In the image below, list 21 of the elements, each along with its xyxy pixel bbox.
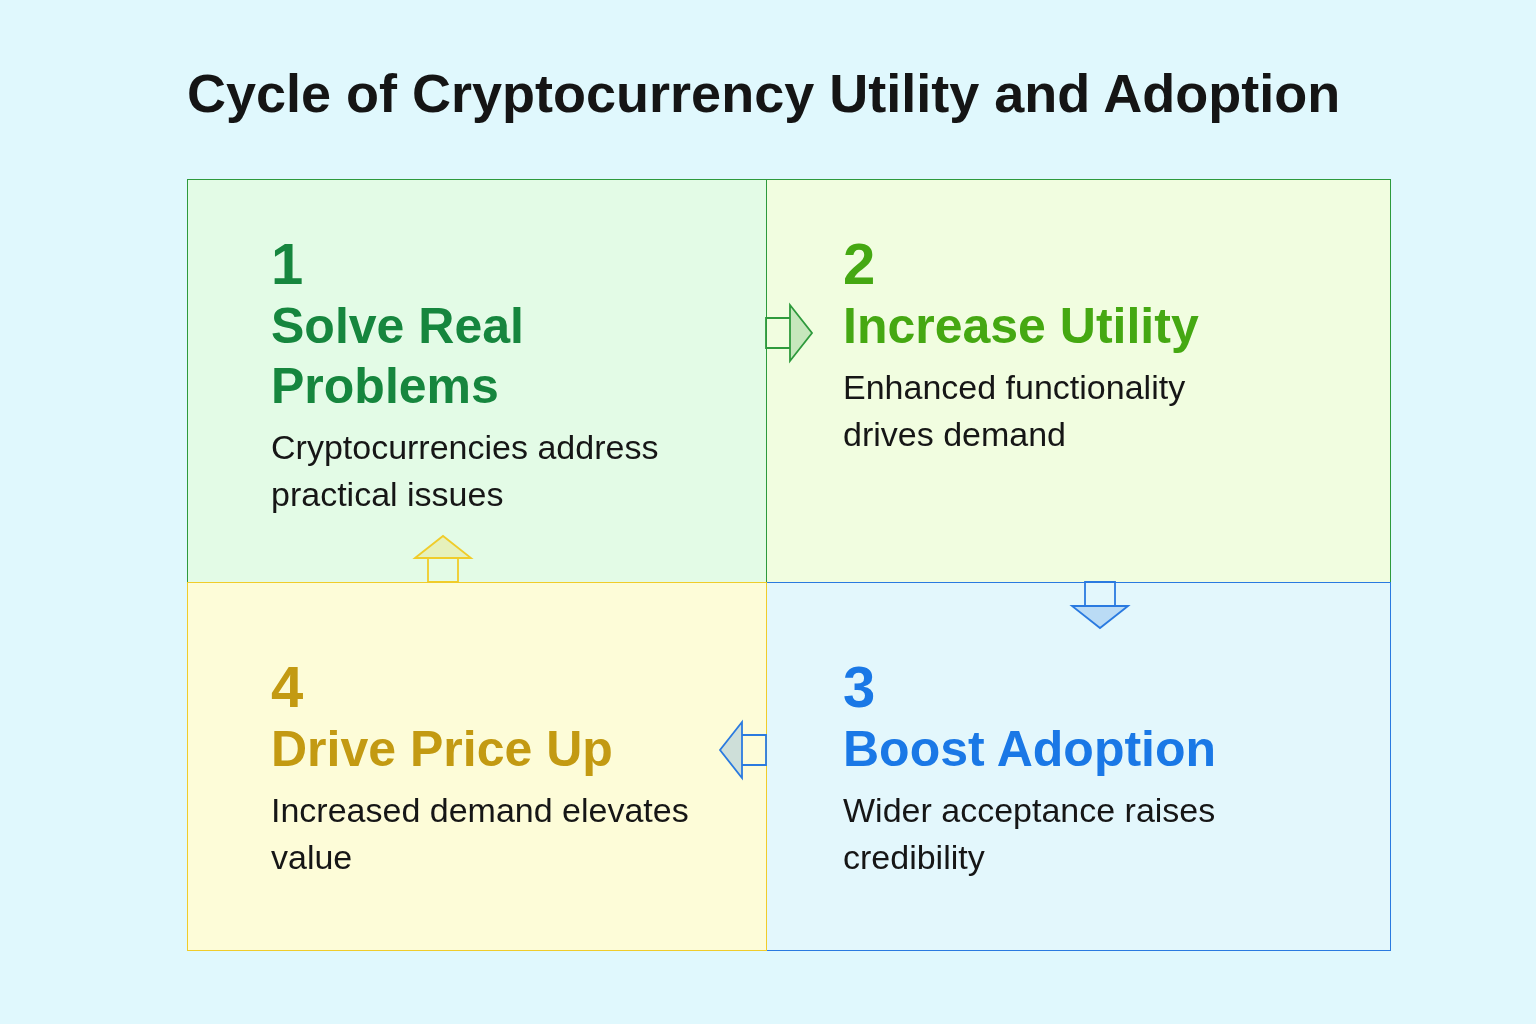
step-panel xyxy=(766,179,1391,583)
step-description: Cryptocurrencies address practical issues xyxy=(271,426,660,516)
step-heading: Increase Utility xyxy=(843,296,1199,356)
step-number: 2 xyxy=(843,232,876,296)
step-number: 3 xyxy=(843,655,876,719)
block-arrow xyxy=(414,535,472,583)
step-description: Increased demand elevates value xyxy=(271,789,690,879)
step-number: 1 xyxy=(271,232,304,296)
step-heading: Boost Adoption xyxy=(843,719,1217,779)
block-arrow xyxy=(1071,581,1129,629)
step-panel xyxy=(187,582,767,951)
step-number: 4 xyxy=(271,655,304,719)
step-panel xyxy=(187,179,767,583)
block-arrow xyxy=(719,721,767,779)
step-heading: Drive Price Up xyxy=(271,719,613,779)
block-arrow xyxy=(765,304,813,362)
step-panel xyxy=(766,582,1391,951)
step-description: Wider acceptance raises credibility xyxy=(843,789,1217,879)
step-description: Enhanced functionality drives demand xyxy=(843,366,1187,456)
diagram-title: Cycle of Cryptocurrency Utility and Adoption xyxy=(187,62,1342,124)
step-heading: Solve Real Problems xyxy=(271,296,525,416)
